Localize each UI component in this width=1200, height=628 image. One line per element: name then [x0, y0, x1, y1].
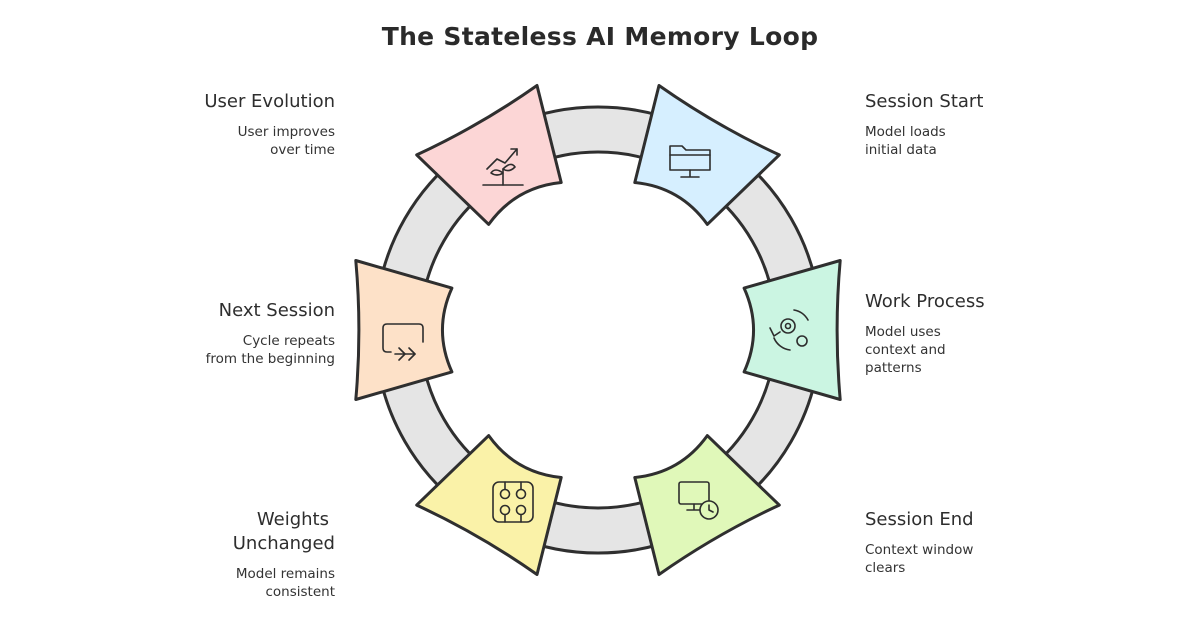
step-description: Model remains consistent: [235, 566, 335, 600]
step-description: Context window clears: [865, 542, 974, 576]
segment-next-session: [354, 259, 454, 401]
step-description: Model loads initial data: [865, 124, 946, 158]
repeat-arrow-icon: [382, 323, 424, 361]
diagram-title: The Stateless AI Memory Loop: [381, 22, 819, 51]
step-description: Cycle repeats from the beginning: [205, 333, 335, 367]
gears-cycle-icon: [769, 309, 809, 351]
step-description: Model uses context and patterns: [865, 324, 946, 376]
segment-user-evolution: [415, 84, 563, 226]
segment-weights-unchanged: [415, 434, 563, 576]
step-session-end: Session End Context window clears: [865, 508, 1105, 577]
monitor-clock-icon: [678, 481, 719, 520]
step-next-session: Next Session Cycle repeats from the begi…: [95, 299, 335, 368]
folder-monitor-icon: [669, 145, 711, 178]
step-title: Session Start: [865, 91, 984, 112]
step-weights-unchanged: Weights Unchanged Model remains consiste…: [95, 508, 335, 601]
step-title: Session End: [865, 509, 974, 530]
step-session-start: Session Start Model loads initial data: [865, 90, 1105, 159]
step-title: Weights Unchanged: [232, 509, 335, 554]
segment-work-process: [742, 259, 842, 401]
step-title: Next Session: [218, 300, 335, 321]
step-user-evolution: User Evolution User improves over time: [95, 90, 335, 159]
step-title: Work Process: [865, 291, 985, 312]
growth-plant-icon: [482, 148, 524, 186]
weights-grid-icon: [492, 481, 534, 523]
step-work-process: Work Process Model uses context and patt…: [865, 290, 1105, 377]
step-description: User improves over time: [237, 124, 335, 158]
step-title: User Evolution: [204, 91, 335, 112]
